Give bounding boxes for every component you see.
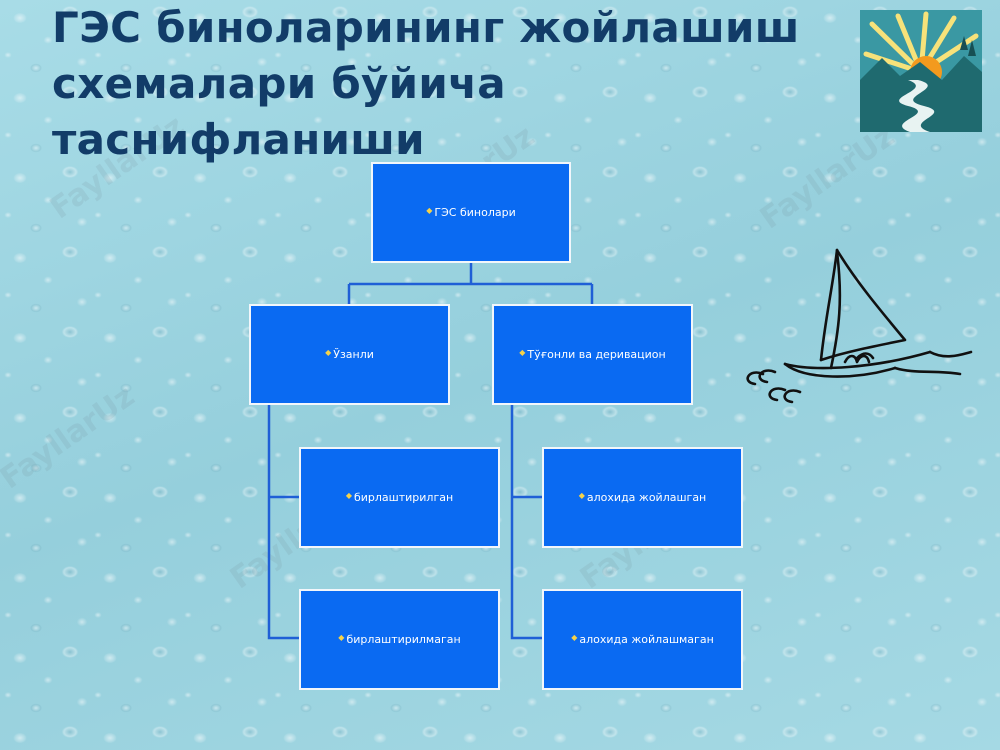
diagram-child-box: ◆бирлаштирилмаган bbox=[299, 589, 500, 690]
sun-river-logo-icon bbox=[860, 10, 982, 132]
bullet-icon: ◆ bbox=[345, 491, 352, 500]
diagram-branch-box: ◆Тўғонли ва деривацион bbox=[492, 304, 693, 405]
bullet-icon: ◆ bbox=[578, 491, 585, 500]
bullet-icon: ◆ bbox=[325, 348, 332, 357]
diagram-child-box: ◆алохида жойлашмаган bbox=[542, 589, 743, 690]
diagram-root-box: ◆ГЭС бинолари bbox=[371, 162, 571, 263]
bullet-icon: ◆ bbox=[519, 348, 526, 357]
diagram-branch-box: ◆Ўзанли bbox=[249, 304, 450, 405]
diagram-branch-label: Ўзанли bbox=[333, 348, 374, 361]
diagram-branch-label: Тўғонли ва деривацион bbox=[527, 348, 666, 361]
bullet-icon: ◆ bbox=[338, 633, 345, 642]
diagram-child-label: бирлаштирилмаган bbox=[346, 633, 461, 646]
sailboat-icon bbox=[746, 248, 973, 404]
bullet-icon: ◆ bbox=[426, 206, 433, 215]
diagram-child-label: бирлаштирилган bbox=[353, 491, 454, 504]
diagram-child-label: алохида жойлашган bbox=[586, 491, 707, 504]
page-title: ГЭС биноларининг жойлашиш схемалари бўйи… bbox=[52, 3, 800, 164]
bullet-icon: ◆ bbox=[571, 633, 578, 642]
diagram-root-label: ГЭС бинолари bbox=[434, 206, 516, 219]
diagram-child-box: ◆бирлаштирилган bbox=[299, 447, 500, 548]
diagram-child-label: алохида жойлашмаган bbox=[579, 633, 714, 646]
diagram-child-box: ◆алохида жойлашган bbox=[542, 447, 743, 548]
